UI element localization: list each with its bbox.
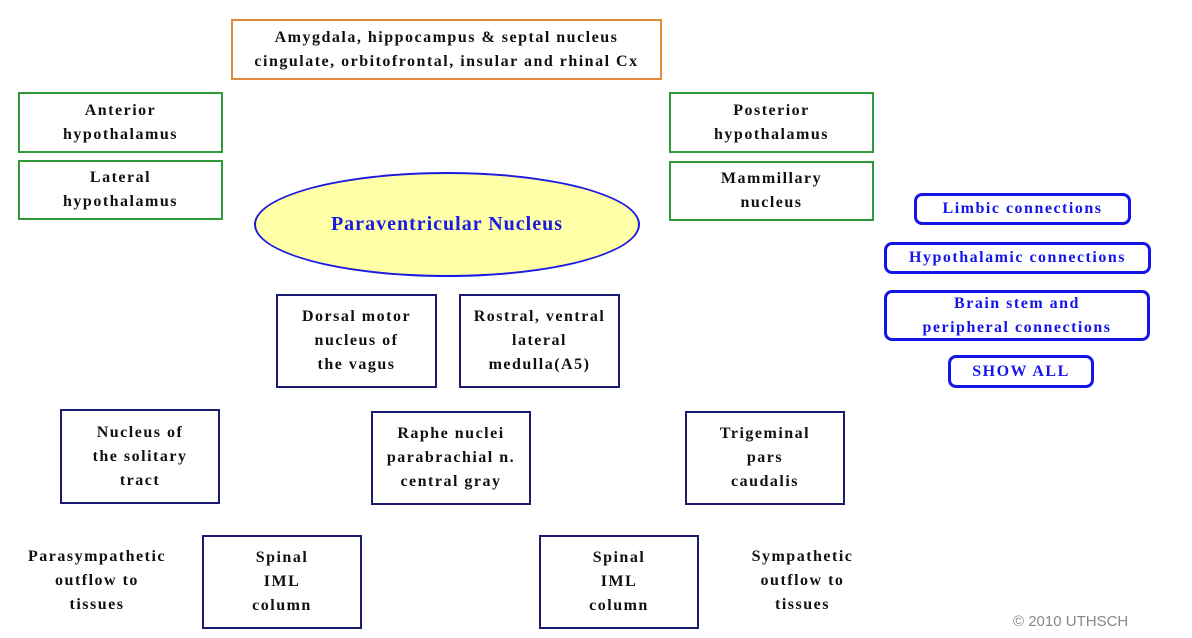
- anterior-hypothalamus-box: Anterior hypothalamus: [18, 92, 223, 153]
- paraventricular-nucleus-ellipse: Paraventricular Nucleus: [254, 172, 640, 277]
- sympathetic-outflow-label: Sympathetic outflow to tissues: [751, 548, 854, 613]
- nucleus-solitary-tract-box: Nucleus of the solitary tract: [60, 409, 220, 504]
- copyright: © 2010 UTHSCH: [1013, 613, 1129, 630]
- show-all-button[interactable]: SHOW ALL: [948, 355, 1094, 388]
- lateral-hypothalamus-box: Lateral hypothalamus: [18, 160, 223, 220]
- mammillary-nucleus-box: Mammillary nucleus: [669, 161, 874, 221]
- brainstem-peripheral-connections-button[interactable]: Brain stem and peripheral connections: [884, 290, 1150, 341]
- spinal-iml-right-box: Spinal IML column: [539, 535, 699, 629]
- limbic-connections-button[interactable]: Limbic connections: [914, 193, 1131, 225]
- rostral-ventral-lateral-medulla-box: Rostral, ventral lateral medulla(A5): [459, 294, 620, 388]
- trigeminal-box: Trigeminal pars caudalis: [685, 411, 845, 505]
- parasympathetic-outflow-label: Parasympathetic outflow to tissues: [27, 548, 167, 613]
- hypothalamic-connections-button[interactable]: Hypothalamic connections: [884, 242, 1151, 274]
- dorsal-motor-vagus-box: Dorsal motor nucleus of the vagus: [276, 294, 437, 388]
- raphe-nuclei-box: Raphe nuclei parabrachial n. central gra…: [371, 411, 531, 505]
- spinal-iml-left-box: Spinal IML column: [202, 535, 362, 629]
- limbic-cortex-box: Amygdala, hippocampus & septal nucleus c…: [231, 19, 662, 80]
- posterior-hypothalamus-box: Posterior hypothalamus: [669, 92, 874, 153]
